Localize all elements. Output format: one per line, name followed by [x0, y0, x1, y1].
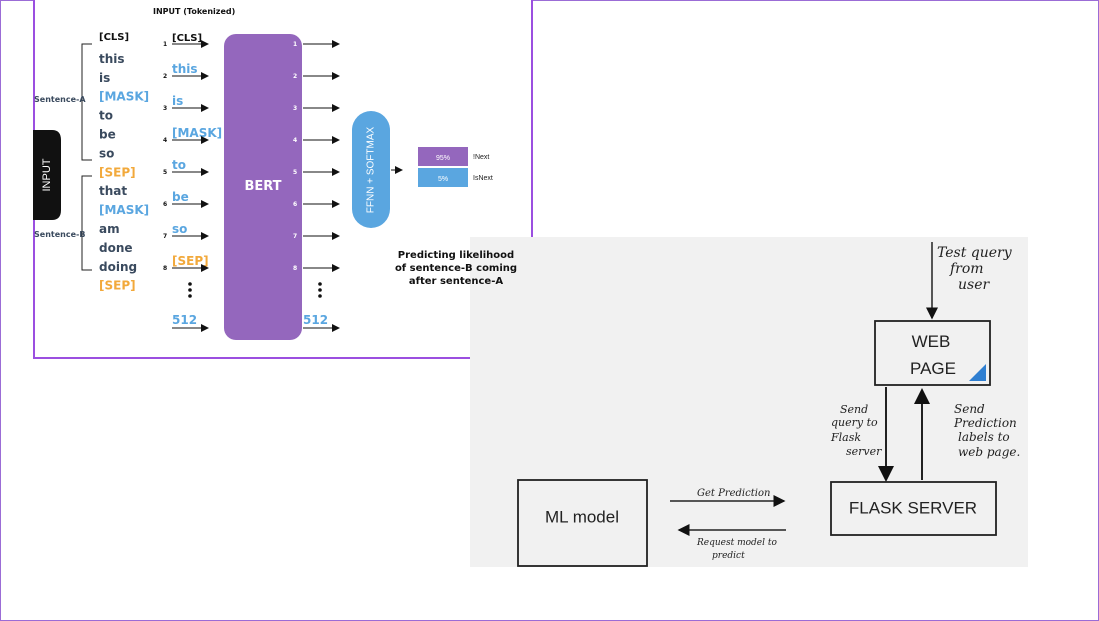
input-word: to — [99, 109, 113, 123]
svg-text:Test query: Test query — [937, 245, 1013, 261]
output-index: 4 — [293, 137, 297, 144]
not-next-label: !Next — [473, 154, 489, 161]
output-ellipsis — [318, 282, 322, 298]
token-text: this — [172, 62, 198, 76]
web-page-line-1: WEB — [912, 332, 951, 351]
input-label: INPUT — [41, 158, 53, 191]
token-index: 5 — [163, 169, 167, 176]
is-next-label: IsNext — [473, 175, 493, 182]
request-model-note: Request model to predict — [696, 538, 777, 561]
token-index: 2 — [163, 73, 167, 80]
token-512: 512 — [172, 313, 197, 327]
get-prediction-label: Get Prediction — [697, 488, 770, 499]
input-word: [MASK] — [99, 90, 149, 104]
output-index: 5 — [293, 169, 297, 176]
token-text: so — [172, 222, 187, 236]
svg-text:from: from — [949, 261, 984, 277]
input-word: be — [99, 128, 116, 142]
input-word: done — [99, 241, 133, 255]
input-word: that — [99, 184, 127, 198]
output-index: 7 — [293, 233, 297, 240]
svg-text:labels to: labels to — [958, 430, 1010, 444]
input-word: [MASK] — [99, 203, 149, 217]
is-next-probability: 5% — [438, 176, 448, 183]
input-word: [SEP] — [99, 165, 136, 179]
ml-model-label: ML model — [545, 507, 619, 526]
svg-text:Predicting likelihood: Predicting likelihood — [398, 250, 514, 261]
input-word: this — [99, 52, 125, 66]
send-query-note: Send query to Flask server — [830, 403, 882, 458]
bert-block — [224, 34, 302, 340]
bert-label: BERT — [244, 179, 281, 194]
output-index: 8 — [293, 265, 297, 272]
token-index: 3 — [163, 105, 167, 112]
sentence-a-label: Sentence-A — [34, 95, 86, 104]
token-index: 1 — [163, 41, 167, 48]
token-text: [MASK] — [172, 126, 222, 140]
output-column: 1 2 3 4 5 6 7 8 — [293, 40, 340, 272]
svg-text:Send: Send — [954, 402, 985, 416]
token-column: 1 [CLS] 2 this 3 is 4 [MASK] 5 to 6 be 7 so 8 [SEP] — [163, 33, 222, 272]
ffnn-softmax-block — [352, 111, 390, 228]
svg-text:user: user — [958, 277, 990, 293]
input-word: am — [99, 222, 120, 236]
output-index: 2 — [293, 73, 297, 80]
input-word: [CLS] — [99, 32, 129, 43]
svg-text:web page.: web page. — [958, 445, 1020, 459]
token-text: be — [172, 190, 189, 204]
svg-text:Request model to: Request model to — [696, 538, 777, 548]
token-text: [SEP] — [172, 254, 209, 268]
svg-text:Flask: Flask — [830, 431, 861, 444]
test-query-note: Test query from user — [937, 245, 1013, 293]
tokenized-header: INPUT (Tokenized) — [153, 7, 235, 16]
input-word: is — [99, 71, 110, 85]
token-index: 4 — [163, 137, 167, 144]
input-box — [33, 130, 61, 220]
token-text: to — [172, 158, 186, 172]
token-text: is — [172, 94, 183, 108]
token-text: [CLS] — [172, 33, 202, 44]
output-512: 512 — [303, 313, 328, 327]
web-page-box — [874, 320, 991, 386]
svg-text:query to: query to — [831, 416, 878, 429]
sentence-a-bracket — [81, 43, 92, 161]
svg-text:Prediction: Prediction — [953, 416, 1017, 430]
input-word-list: [CLS] this is [MASK] to be so [SEP] that [MASK] am… — [99, 32, 149, 293]
input-word: [SEP] — [99, 279, 136, 293]
input-word: doing — [99, 260, 137, 274]
svg-text:predict: predict — [712, 551, 745, 561]
output-index: 6 — [293, 201, 297, 208]
svg-text:server: server — [846, 445, 882, 458]
ffnn-label: FFNN + SOFTMAX — [366, 126, 377, 213]
ml-model-box — [517, 479, 648, 567]
not-next-probability: 95% — [436, 155, 450, 162]
token-index: 6 — [163, 201, 167, 208]
token-ellipsis — [188, 282, 192, 298]
svg-text:of sentence-B coming: of sentence-B coming — [395, 263, 517, 274]
flask-server-label: FLASK SERVER — [849, 498, 977, 517]
svg-text:Send: Send — [840, 403, 868, 416]
output-index: 1 — [293, 41, 297, 48]
flask-server-box — [830, 481, 997, 536]
svg-text:after sentence-A: after sentence-A — [409, 276, 503, 287]
token-index: 7 — [163, 233, 167, 240]
output-index: 3 — [293, 105, 297, 112]
is-next-bar — [418, 168, 468, 187]
send-prediction-note: Send Prediction labels to web page. — [953, 402, 1020, 459]
sentence-b-bracket — [81, 175, 92, 271]
token-index: 8 — [163, 265, 167, 272]
not-next-bar — [418, 147, 468, 166]
prediction-caption: Predicting likelihood of sentence-B comi… — [395, 250, 517, 287]
sentence-b-label: Sentence-B — [34, 230, 85, 239]
corner-triangle-icon — [969, 364, 986, 381]
web-page-line-2: PAGE — [910, 359, 956, 378]
input-word: so — [99, 146, 114, 160]
